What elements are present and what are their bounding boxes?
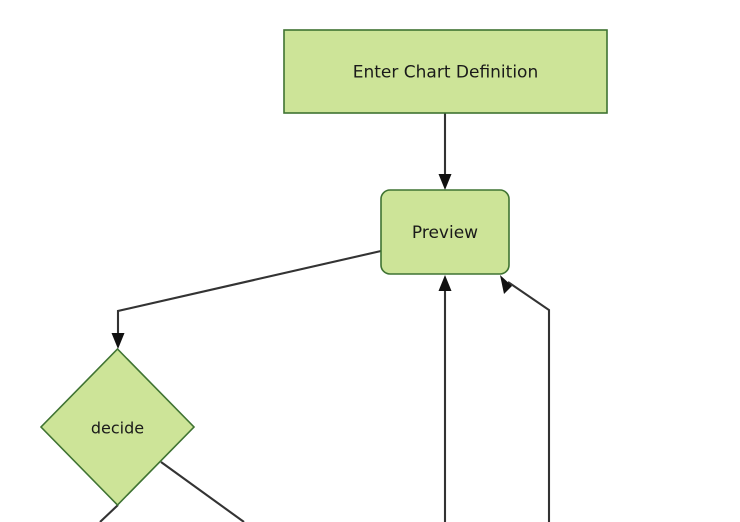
- node-decide[interactable]: decide: [39, 347, 196, 507]
- edge-line: [160, 461, 245, 522]
- edge-decide-down-left: [99, 504, 119, 522]
- arrowhead-icon: [111, 333, 125, 349]
- node-shape-diamond[interactable]: [39, 347, 196, 507]
- edge-line: [99, 504, 119, 522]
- edge-line: [507, 281, 551, 522]
- node-shape-rectangle[interactable]: [283, 29, 608, 114]
- node-label-enter-chart-definition: Enter Chart Definition: [353, 63, 538, 83]
- node-preview[interactable]: Preview: [380, 189, 510, 275]
- node-label-preview: Preview: [412, 223, 478, 243]
- arrowhead-icon: [438, 275, 452, 291]
- edge-return-to-preview-vertical: [438, 275, 452, 522]
- node-label-decide: decide: [91, 419, 144, 438]
- edge-preview-to-decide: [111, 249, 382, 349]
- node-layer: Enter Chart Definition Preview decide: [39, 29, 608, 507]
- edge-layer: [99, 113, 551, 522]
- node-shape-rounded-rectangle[interactable]: [380, 189, 510, 275]
- edge-decide-down-right: [160, 461, 245, 522]
- arrowhead-icon: [500, 275, 512, 294]
- edge-line: [116, 249, 382, 338]
- arrowhead-icon: [438, 174, 452, 190]
- edge-enter-to-preview: [438, 113, 452, 190]
- node-enter-chart-definition[interactable]: Enter Chart Definition: [283, 29, 608, 114]
- edge-return-to-preview-diagonal: [500, 275, 551, 522]
